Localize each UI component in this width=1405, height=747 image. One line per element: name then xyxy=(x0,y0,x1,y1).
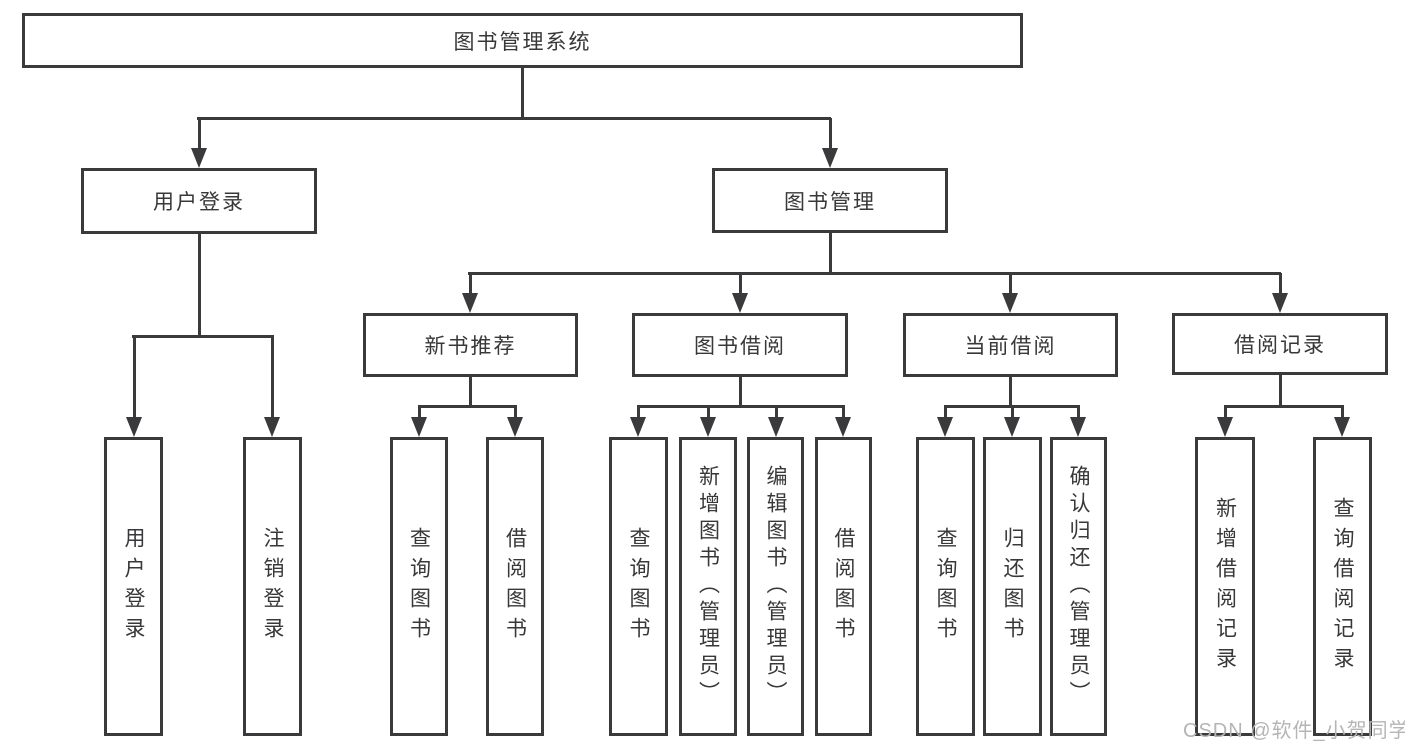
node-book-management-label: 图书管理 xyxy=(784,190,876,214)
connector-arrow-down xyxy=(700,406,716,437)
leaf-borrow-query-books: 查询图书 xyxy=(609,437,668,736)
connector-line xyxy=(829,233,832,275)
leaf-recommend-query-books-label: 查询图书 xyxy=(407,526,431,647)
leaf-recommend-borrow-books: 借阅图书 xyxy=(486,437,544,736)
connector-arrow-down xyxy=(462,273,478,313)
leaf-add-borrow-record-label: 新增借阅记录 xyxy=(1213,496,1237,677)
node-root: 图书管理系统 xyxy=(22,13,1023,68)
leaf-confirm-return-admin: 确认归还（管理员） xyxy=(1050,437,1107,736)
node-user-login: 用户登录 xyxy=(81,168,317,234)
leaf-edit-book-admin: 编辑图书（管理员） xyxy=(747,437,804,736)
connector-line xyxy=(1009,377,1012,408)
connector-arrow-down xyxy=(732,273,748,313)
leaf-borrow-books: 借阅图书 xyxy=(815,437,872,736)
connector-arrow-down xyxy=(126,336,142,437)
leaf-add-borrow-record: 新增借阅记录 xyxy=(1195,437,1255,736)
leaf-borrow-query-books-label: 查询图书 xyxy=(627,526,651,647)
node-new-book-recommend: 新书推荐 xyxy=(363,313,578,377)
connector-line xyxy=(418,405,517,408)
node-current-borrow-label: 当前借阅 xyxy=(964,335,1057,358)
leaf-current-query-books: 查询图书 xyxy=(916,437,975,736)
connector-arrow-down xyxy=(1070,406,1086,437)
leaf-recommend-query-books: 查询图书 xyxy=(390,437,448,736)
connector-arrow-down xyxy=(768,406,784,437)
leaf-add-book-admin-label: 新增图书（管理员） xyxy=(696,465,720,708)
leaf-recommend-borrow-books-label: 借阅图书 xyxy=(503,526,527,647)
node-book-management: 图书管理 xyxy=(712,168,948,233)
connector-line xyxy=(1279,375,1282,408)
leaf-current-query-books-label: 查询图书 xyxy=(934,526,958,647)
connector-arrow-down xyxy=(937,406,953,437)
leaf-query-borrow-record-label: 查询借阅记录 xyxy=(1331,496,1355,677)
node-book-borrow-label: 图书借阅 xyxy=(694,335,786,358)
connector-line xyxy=(637,405,845,408)
connector-arrow-down xyxy=(507,406,523,437)
connector-arrow-down xyxy=(1004,406,1020,437)
node-current-borrow: 当前借阅 xyxy=(903,313,1118,377)
leaf-user-login-label: 用户登录 xyxy=(122,526,146,647)
connector-arrow-down xyxy=(835,406,851,437)
connector-line xyxy=(521,68,524,120)
connector-line xyxy=(1224,405,1344,408)
leaf-logout: 注销登录 xyxy=(243,437,302,736)
connector-line xyxy=(197,117,831,120)
leaf-user-login: 用户登录 xyxy=(104,437,163,736)
leaf-confirm-return-admin-label: 确认归还（管理员） xyxy=(1067,465,1091,708)
connector-line xyxy=(469,377,472,408)
node-borrow-records-label: 借阅记录 xyxy=(1234,334,1326,357)
leaf-return-books: 归还图书 xyxy=(983,437,1042,736)
connector-arrow-down xyxy=(1272,273,1288,313)
leaf-borrow-books-label: 借阅图书 xyxy=(832,526,856,647)
leaf-add-book-admin: 新增图书（管理员） xyxy=(679,437,737,736)
connector-arrow-down xyxy=(822,118,838,168)
connector-line xyxy=(198,234,201,338)
connector-line xyxy=(132,335,274,338)
node-borrow-records: 借阅记录 xyxy=(1172,313,1388,375)
connector-arrow-down xyxy=(1217,406,1233,437)
node-new-book-recommend-label: 新书推荐 xyxy=(424,335,517,358)
connector-arrow-down xyxy=(1334,406,1350,437)
leaf-query-borrow-record: 查询借阅记录 xyxy=(1313,437,1372,736)
node-root-label: 图书管理系统 xyxy=(453,30,592,54)
node-book-borrow: 图书借阅 xyxy=(632,313,848,377)
node-user-login-label: 用户登录 xyxy=(153,191,245,214)
leaf-logout-label: 注销登录 xyxy=(261,526,285,647)
connector-line xyxy=(468,272,1281,275)
connector-arrow-down xyxy=(1002,273,1018,313)
connector-arrow-down xyxy=(191,118,207,168)
connector-arrow-down xyxy=(411,406,427,437)
csdn-watermark: CSDN @软件_小贺同学 xyxy=(1183,720,1405,742)
connector-arrow-down xyxy=(630,406,646,437)
connector-line xyxy=(739,377,742,408)
leaf-return-books-label: 归还图书 xyxy=(1001,526,1025,647)
connector-arrow-down xyxy=(264,336,280,437)
leaf-edit-book-admin-label: 编辑图书（管理员） xyxy=(764,465,788,708)
